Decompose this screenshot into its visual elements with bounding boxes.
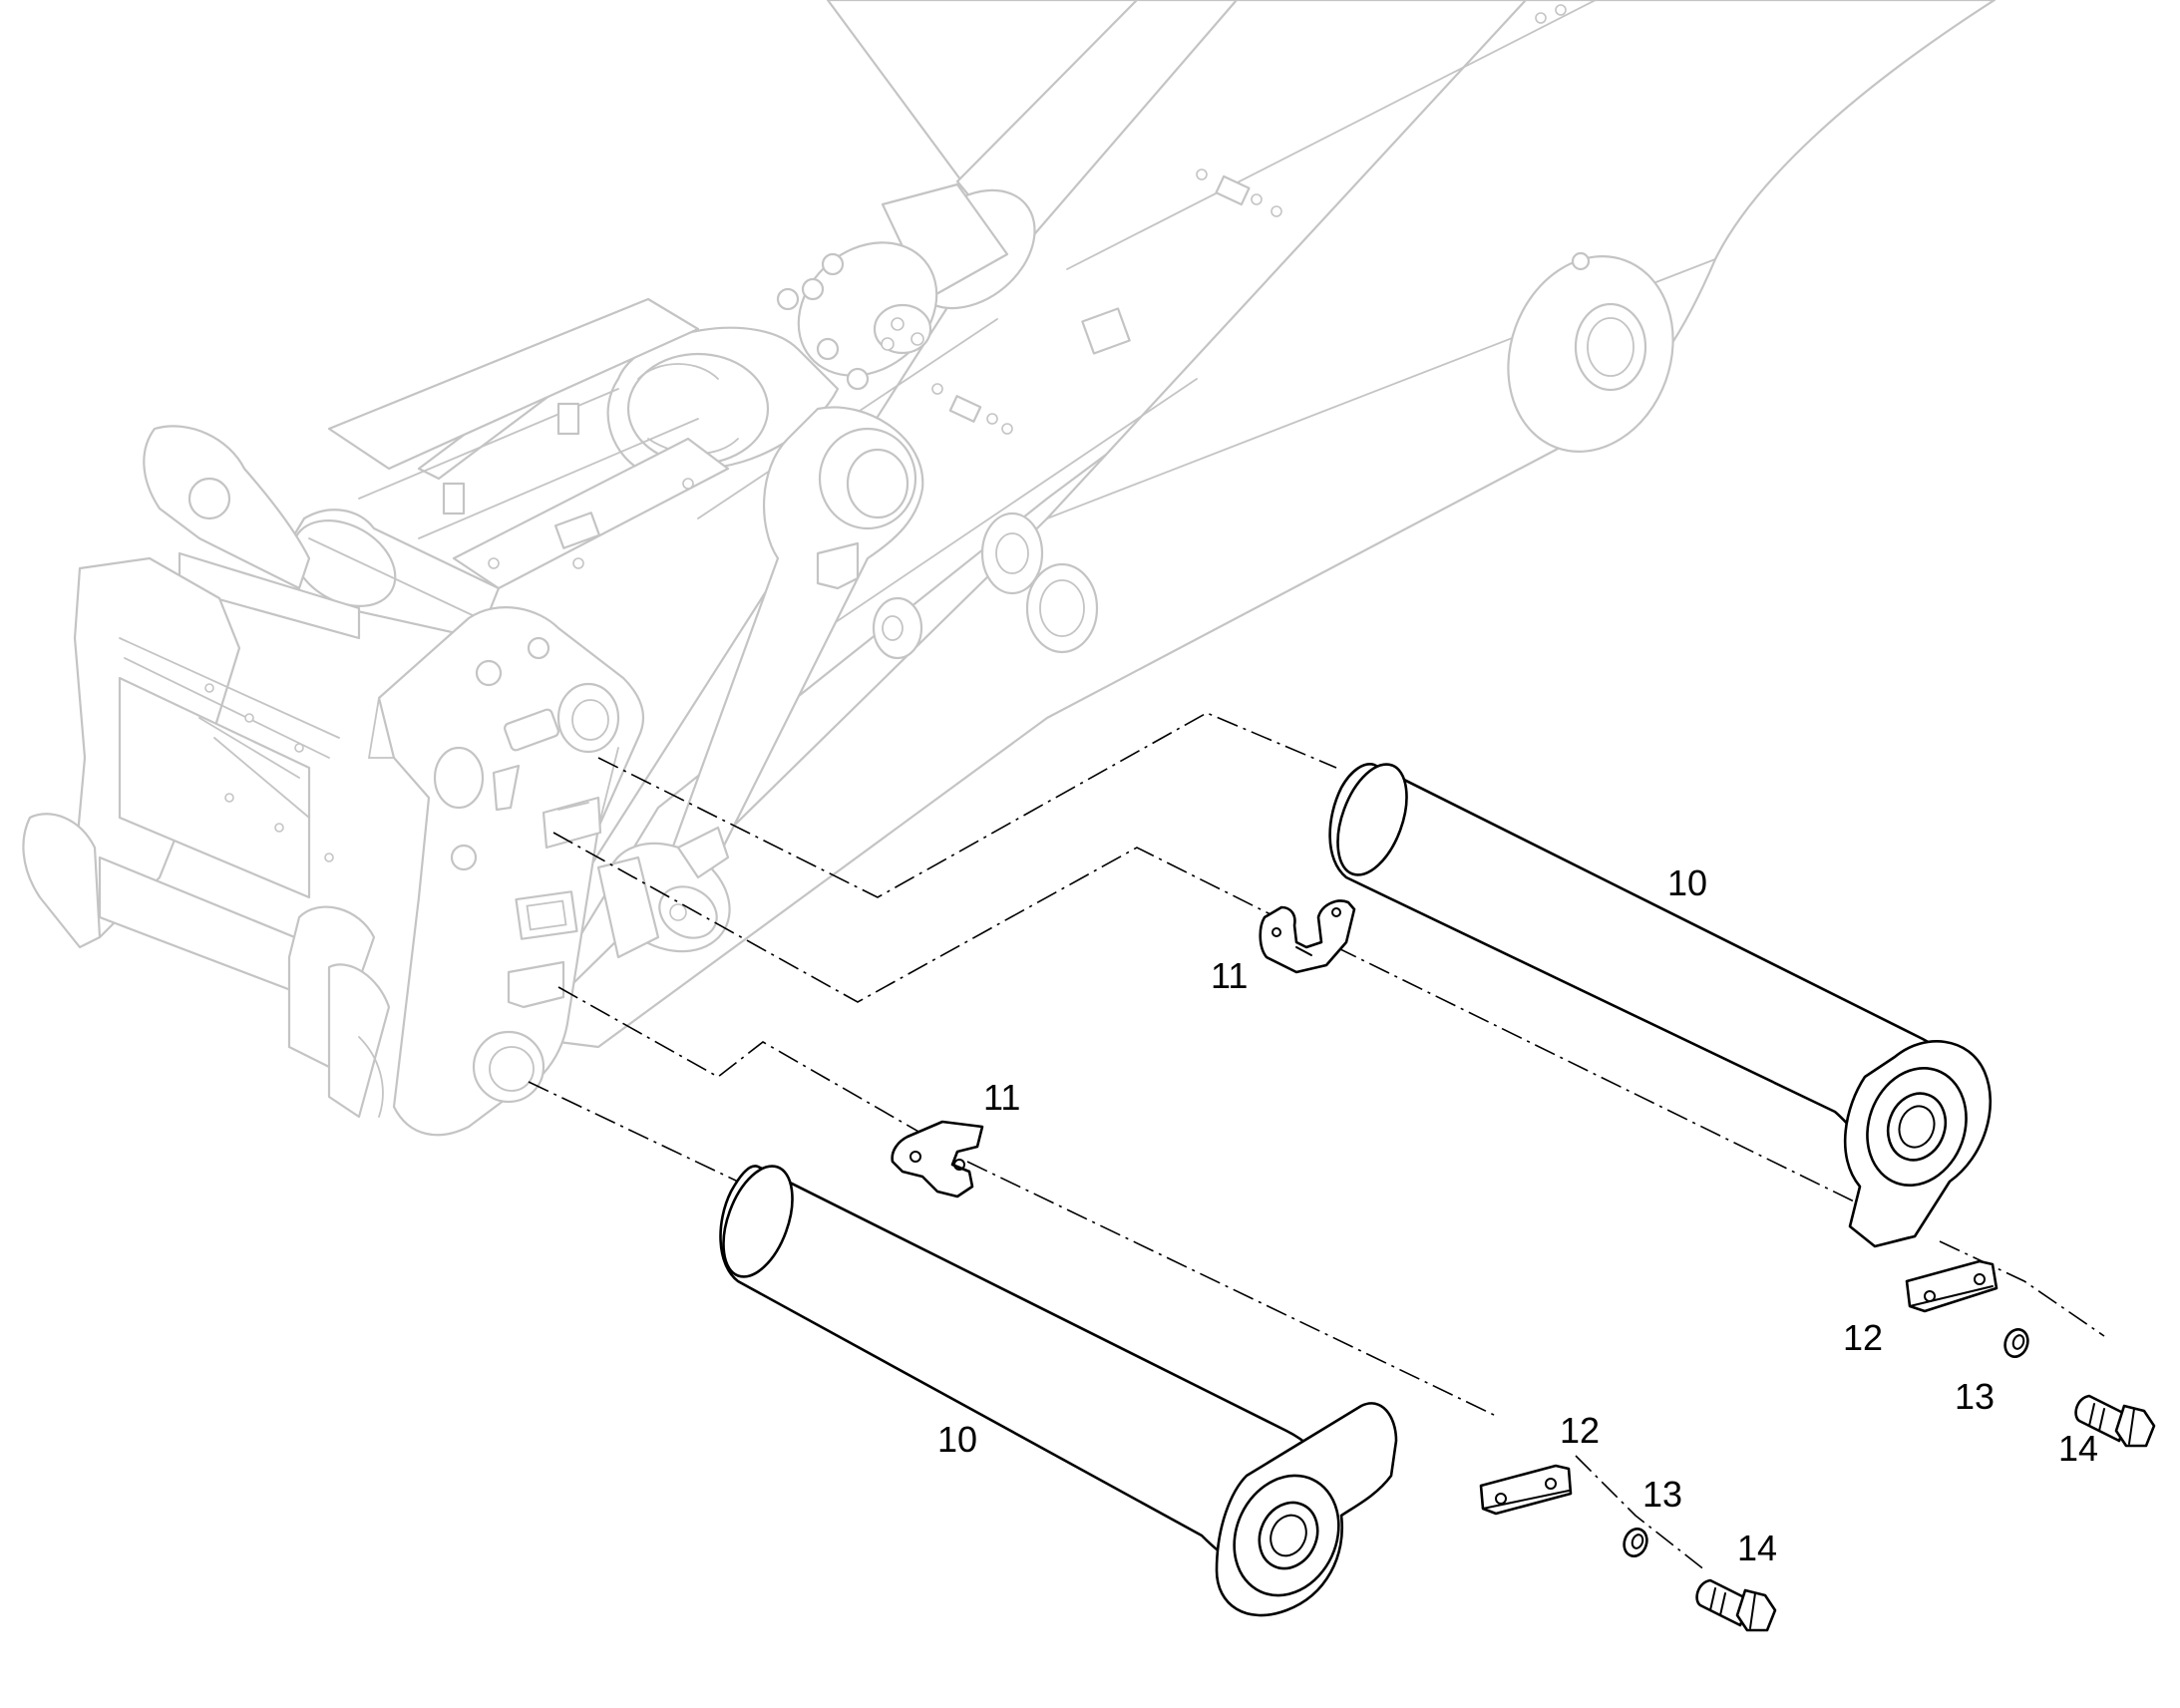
callout-bolt-upper: 14 bbox=[2058, 1428, 2098, 1469]
leader-bolt-upper-path bbox=[1939, 1240, 2105, 1337]
leader-retainer-upper-path bbox=[1335, 946, 1906, 1227]
callout-lock-plate-lower: 11 bbox=[983, 1077, 1020, 1118]
callout-pin-lower: 10 bbox=[937, 1419, 977, 1460]
washer-upper bbox=[2003, 1328, 2029, 1358]
pin-lower bbox=[719, 1165, 1398, 1617]
leader-pin-lower-path bbox=[528, 1081, 739, 1183]
callout-pin-upper: 10 bbox=[1667, 862, 1707, 903]
lock-plate-upper bbox=[1259, 899, 1356, 974]
callout-retainer-plate-lower: 12 bbox=[1560, 1410, 1600, 1451]
leader-lines bbox=[528, 712, 2105, 1571]
callout-labels: 10 10 11 11 12 12 13 13 14 14 bbox=[937, 862, 2098, 1568]
callout-lock-plate-upper: 11 bbox=[1211, 955, 1248, 996]
pin-upper bbox=[1328, 763, 1993, 1248]
retainer-plate-upper bbox=[1905, 1259, 1998, 1313]
leader-lock-lower-path bbox=[557, 986, 928, 1138]
leader-retainer-lower-path bbox=[966, 1161, 1497, 1417]
boom-arm-assembly bbox=[22, 0, 1997, 1137]
bolt-lower bbox=[1695, 1578, 1777, 1632]
callout-washer-lower: 13 bbox=[1642, 1474, 1682, 1515]
callout-bolt-lower: 14 bbox=[1737, 1528, 1777, 1568]
callout-retainer-plate-upper: 12 bbox=[1843, 1317, 1883, 1358]
leader-bolt-lower-path bbox=[1575, 1455, 1706, 1571]
leader-lock-upper-path bbox=[552, 832, 1297, 1003]
lock-plate-lower bbox=[891, 1120, 984, 1198]
leader-pin-upper-path bbox=[597, 712, 1337, 898]
callout-washer-upper: 13 bbox=[1955, 1376, 1995, 1417]
washer-lower bbox=[1623, 1528, 1648, 1557]
bolt-upper bbox=[2074, 1394, 2156, 1448]
retainer-plate-lower bbox=[1479, 1464, 1573, 1516]
